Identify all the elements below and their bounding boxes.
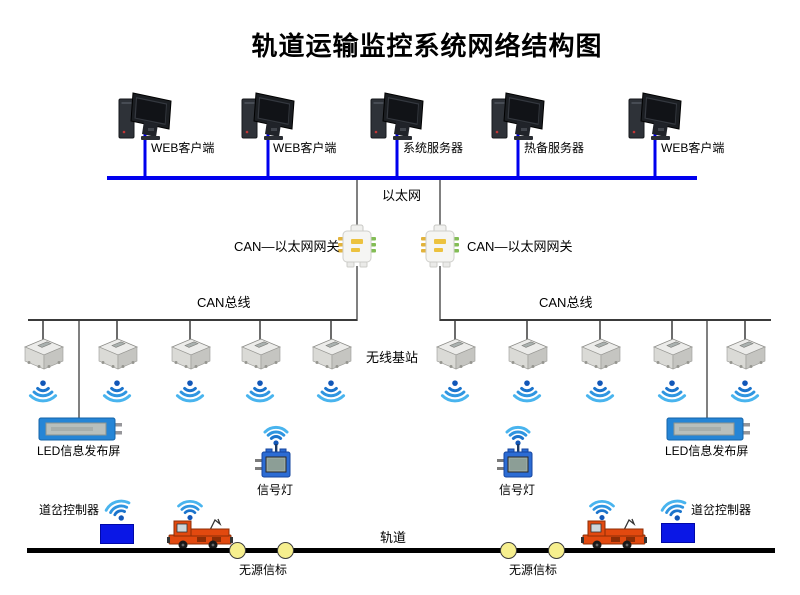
passive-beacon xyxy=(277,542,294,559)
computer-icon xyxy=(628,92,684,144)
base-station-icon xyxy=(20,336,68,372)
computer-label: WEB客户端 xyxy=(273,141,337,155)
wifi-down-icon xyxy=(102,379,132,406)
wifi-down-icon xyxy=(657,379,687,406)
signal-light-icon xyxy=(252,418,300,482)
computer-icon xyxy=(370,92,426,144)
base-station-icon xyxy=(94,336,142,372)
computer-label: 热备服务器 xyxy=(524,141,585,155)
switch-controller-box xyxy=(661,523,695,543)
wifi-down-icon xyxy=(585,379,615,406)
gateway-drop-lines xyxy=(356,180,441,321)
gateway-label-right: CAN—以太网网关 xyxy=(467,239,573,254)
wifi-down-icon xyxy=(245,379,275,406)
base-station-icon xyxy=(432,336,480,372)
wifi-down-icon xyxy=(512,379,542,406)
base-station-icon xyxy=(504,336,552,372)
locomotive-icon xyxy=(167,517,233,551)
led-screen-icon xyxy=(37,416,123,442)
passive-beacon xyxy=(500,542,517,559)
page-title: 轨道运输监控系统网络结构图 xyxy=(251,32,603,61)
can-bus-label-right: CAN总线 xyxy=(539,295,593,310)
computer-icon xyxy=(241,92,297,144)
signal-light-label-left: 信号灯 xyxy=(257,483,294,497)
base-station-icon xyxy=(722,336,770,372)
can-ethernet-gateway-icon xyxy=(419,224,461,270)
can-ethernet-gateway-icon xyxy=(336,224,378,270)
computer-icon xyxy=(118,92,174,144)
gateway-label-left: CAN—以太网网关 xyxy=(234,239,340,254)
switch-controller-box xyxy=(100,524,134,544)
wifi-down-icon xyxy=(175,379,205,406)
track-line xyxy=(27,548,775,553)
track-label: 轨道 xyxy=(380,530,407,545)
base-station-icon xyxy=(577,336,625,372)
switch-controller-label-right: 道岔控制器 xyxy=(691,503,752,517)
computer-label: 系统服务器 xyxy=(403,141,464,155)
base-station-icon xyxy=(649,336,697,372)
ethernet-label: 以太网 xyxy=(382,188,422,203)
led-screen-label-right: LED信息发布屏 xyxy=(665,444,749,458)
led-screen-icon xyxy=(665,416,751,442)
switch-controller-label-left: 道岔控制器 xyxy=(39,503,100,517)
signal-light-label-right: 信号灯 xyxy=(499,483,536,497)
locomotive-icon xyxy=(581,517,647,551)
base-station-icon xyxy=(308,336,356,372)
beacon-label-right: 无源信标 xyxy=(509,563,558,577)
computer-drop-lines xyxy=(143,126,657,178)
beacon-label-left: 无源信标 xyxy=(239,563,288,577)
led-screen-label-left: LED信息发布屏 xyxy=(37,444,121,458)
computer-icon xyxy=(491,92,547,144)
wifi-down-icon xyxy=(316,379,346,406)
base-station-icon xyxy=(167,336,215,372)
wireless-base-station-label: 无线基站 xyxy=(366,350,419,365)
base-station-drop-lines xyxy=(42,321,746,340)
wifi-down-icon xyxy=(730,379,760,406)
can-bus-label-left: CAN总线 xyxy=(197,295,251,310)
base-station-icon xyxy=(237,336,285,372)
passive-beacon xyxy=(229,542,246,559)
wifi-down-icon xyxy=(440,379,470,406)
signal-light-icon xyxy=(494,418,542,482)
passive-beacon xyxy=(548,542,565,559)
computer-label: WEB客户端 xyxy=(661,141,725,155)
wifi-down-icon xyxy=(28,379,58,406)
computer-label: WEB客户端 xyxy=(151,141,215,155)
